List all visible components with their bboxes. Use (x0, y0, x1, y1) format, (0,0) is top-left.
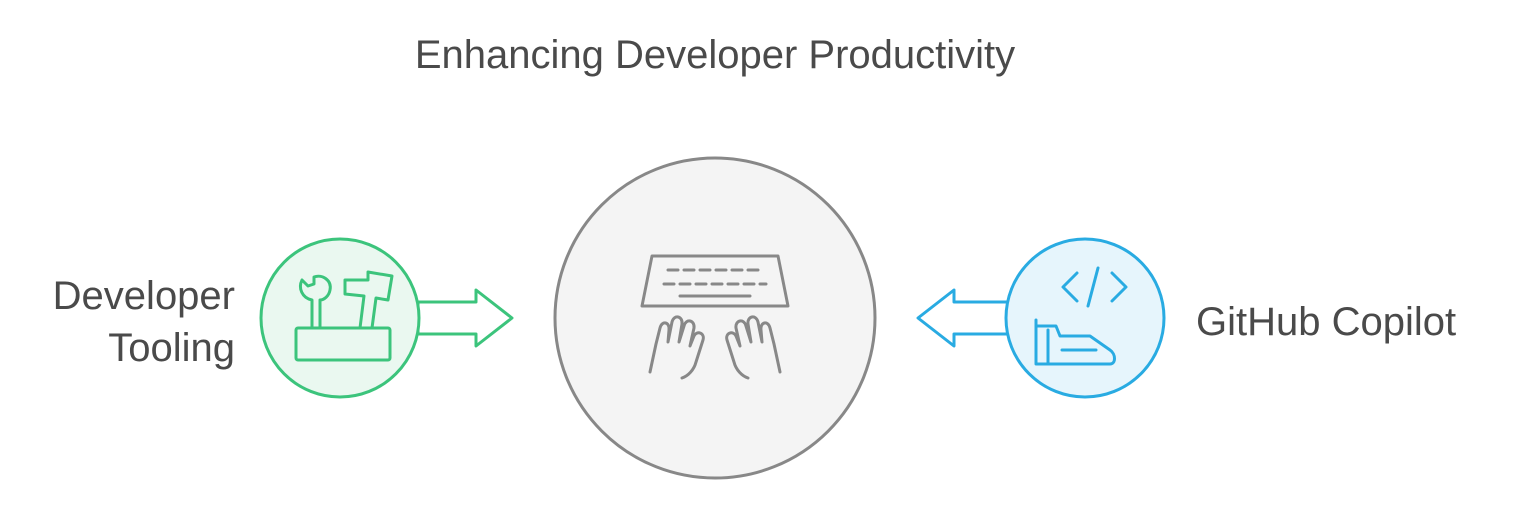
arrow-left-blue (916, 288, 1014, 348)
github-copilot-label: GitHub Copilot (1196, 300, 1457, 344)
developer-tooling-node (259, 237, 421, 399)
code-hand-icon (1034, 266, 1128, 366)
keyboard-typing-icon (640, 254, 790, 380)
diagram-title: Enhancing Developer Productivity (414, 33, 1016, 77)
developer-tooling-label: Developer Tooling (53, 270, 235, 374)
toolbox-icon (294, 270, 394, 362)
developer-tooling-label-line1: Developer (52, 274, 235, 318)
developer-tooling-label-line2: Tooling (108, 326, 235, 370)
github-copilot-node (1004, 237, 1166, 399)
central-typing-node (553, 156, 877, 480)
arrow-right-green (416, 288, 514, 348)
